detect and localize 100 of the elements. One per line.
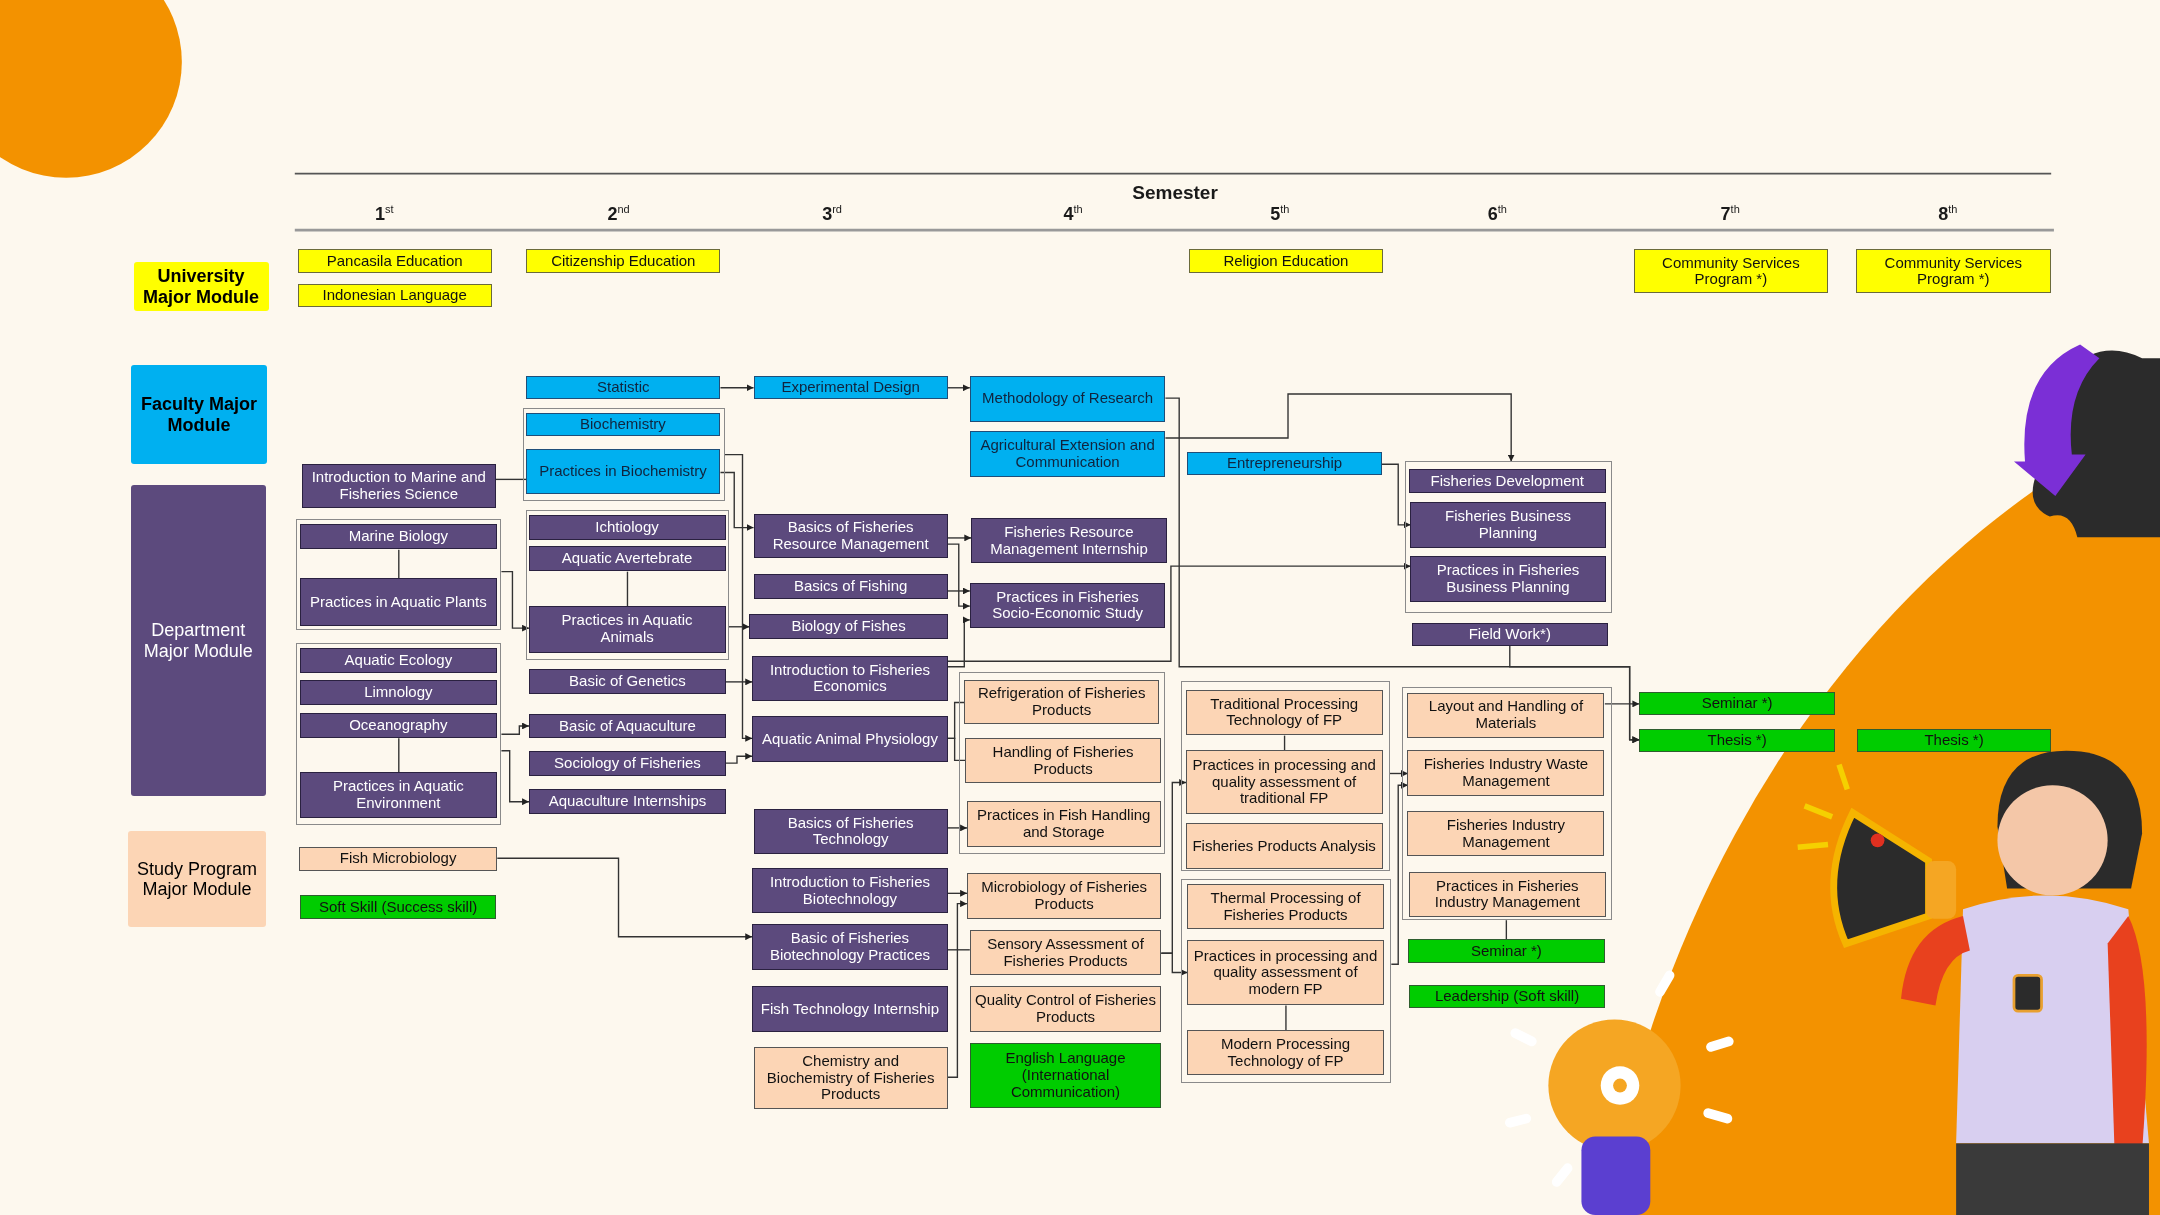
course-box: Agricultural Extension and Communication bbox=[969, 431, 1166, 477]
arrow bbox=[728, 623, 751, 631]
group-frame bbox=[1405, 461, 1612, 613]
arrow bbox=[725, 678, 753, 686]
course-box: Aquatic Ecology bbox=[299, 648, 497, 674]
course-box: Basics of Fisheries Resource Management bbox=[753, 513, 948, 558]
course-box: Fish Microbiology bbox=[298, 847, 498, 871]
course-box: Religion Education bbox=[1188, 249, 1384, 273]
course-box: Biology of Fishes bbox=[749, 614, 948, 640]
course-box: Traditional Processing Technology of FP bbox=[1185, 689, 1383, 736]
course-box: Basics of Fishing bbox=[753, 574, 948, 600]
course-box: Soft Skill (Success skill) bbox=[300, 895, 496, 919]
course-box: Handling of Fisheries Products bbox=[965, 737, 1161, 784]
course-box: Methodology of Research bbox=[969, 376, 1166, 422]
semester-number: 4$^{th}$ bbox=[1063, 202, 1083, 225]
course-box: Oceanography bbox=[299, 713, 497, 738]
connector-line bbox=[1285, 1004, 1287, 1032]
connector-line bbox=[1505, 919, 1508, 941]
arrow bbox=[947, 562, 1412, 662]
course-box: Pancasila Education bbox=[297, 249, 492, 273]
course-box: Fisheries Products Analysis bbox=[1185, 823, 1383, 869]
semester-number: 7$^{th}$ bbox=[1720, 202, 1740, 225]
connector-line bbox=[398, 548, 400, 580]
course-box: Practices in Aquatic Plants bbox=[299, 578, 497, 627]
arrow bbox=[1509, 645, 1640, 744]
course-box: English Language (International Communication) bbox=[969, 1042, 1162, 1108]
connector-line bbox=[495, 478, 527, 481]
arrow bbox=[1164, 393, 1515, 463]
group-frame bbox=[296, 643, 502, 826]
semester-number: 1$^{st}$ bbox=[375, 202, 394, 225]
course-box: Practices in Biochemistry bbox=[525, 448, 721, 495]
arrow bbox=[947, 587, 971, 595]
group-frame bbox=[1180, 680, 1390, 871]
course-box: Seminar *) bbox=[1407, 939, 1605, 963]
course-box: Citizenship Education bbox=[526, 249, 721, 273]
arrow bbox=[1390, 781, 1409, 965]
arrow bbox=[723, 453, 753, 742]
group-frame bbox=[1180, 878, 1392, 1083]
course-box: Thermal Processing of Fisheries Products bbox=[1187, 884, 1384, 930]
arrow bbox=[1160, 952, 1189, 976]
course-box: Thesis *) bbox=[1639, 728, 1835, 753]
module-category-box: Study Program Major Module bbox=[128, 830, 266, 928]
course-box: Limnology bbox=[299, 680, 497, 705]
course-box: Practices in Fish Handling and Storage bbox=[966, 801, 1161, 847]
axis-title: Semester bbox=[1132, 181, 1218, 204]
arrow bbox=[500, 722, 530, 735]
arrow bbox=[947, 616, 971, 668]
semester-number: 6$^{th}$ bbox=[1487, 202, 1507, 225]
module-category-box: Department Major Module bbox=[130, 484, 266, 797]
arrow bbox=[496, 857, 753, 941]
course-box: Basic of Aquaculture bbox=[528, 713, 726, 739]
course-box: Fish Technology Internship bbox=[752, 986, 948, 1032]
semester-number: 5$^{th}$ bbox=[1270, 202, 1290, 225]
group-frame bbox=[526, 509, 729, 660]
course-box: Fisheries Business Planning bbox=[1410, 502, 1606, 548]
arrow bbox=[947, 384, 971, 392]
arrow bbox=[719, 471, 755, 532]
arrow bbox=[947, 889, 968, 897]
course-box: Indonesian Language bbox=[297, 283, 492, 308]
arrow bbox=[947, 543, 971, 610]
course-box: Basic of Genetics bbox=[528, 669, 726, 695]
semester-number: 8$^{th}$ bbox=[1938, 202, 1958, 225]
course-box: Thesis *) bbox=[1856, 728, 2052, 753]
course-box: Seminar *) bbox=[1639, 691, 1835, 715]
connector-line bbox=[947, 949, 971, 951]
module-category-box: University Major Module bbox=[133, 261, 269, 312]
course-box: Introduction to Fisheries Economics bbox=[752, 655, 948, 702]
course-box: Basic of Fisheries Biotechnology Practices bbox=[752, 924, 948, 970]
course-box: Aquatic Avertebrate bbox=[528, 546, 726, 572]
course-box: Aquatic Animal Physiology bbox=[752, 716, 948, 762]
connector-line bbox=[626, 571, 629, 607]
course-box: Chemistry and Biochemistry of Fisheries Products bbox=[753, 1046, 948, 1109]
arrow bbox=[947, 824, 968, 832]
course-box: Aquaculture Internships bbox=[528, 789, 726, 815]
course-box: Fisheries Resource Management Internship bbox=[971, 517, 1167, 564]
arrow bbox=[947, 534, 972, 542]
course-box: Introduction to Marine and Fisheries Science bbox=[301, 464, 496, 509]
course-box: Community Services Program *) bbox=[1855, 249, 2052, 294]
course-box: Sensory Assessment of Fisheries Products bbox=[969, 929, 1162, 976]
course-box: Community Services Program *) bbox=[1633, 249, 1828, 294]
course-box: Practices in processing and quality assessment of traditional FP bbox=[1185, 750, 1383, 814]
arrow bbox=[1381, 463, 1412, 529]
arrow bbox=[500, 571, 530, 632]
group-frame bbox=[958, 672, 1166, 855]
course-box: Practices in Aquatic Animals bbox=[528, 605, 726, 653]
course-box: Ichtiology bbox=[528, 514, 726, 540]
course-box: Statistic bbox=[526, 376, 721, 400]
course-box: Field Work*) bbox=[1412, 622, 1608, 647]
course-box: Layout and Handling of Materials bbox=[1407, 692, 1605, 738]
course-box: Marine Biology bbox=[299, 524, 497, 550]
semester-number: 2$^{nd}$ bbox=[607, 202, 630, 225]
arrow bbox=[719, 384, 755, 392]
course-box: Refrigeration of Fisheries Products bbox=[963, 680, 1160, 725]
connector-line bbox=[947, 737, 967, 762]
group-frame bbox=[1402, 687, 1612, 921]
course-box: Leadership (Soft skill) bbox=[1409, 984, 1605, 1009]
course-box: Fisheries Industry Waste Management bbox=[1407, 750, 1605, 796]
arrow bbox=[1389, 770, 1409, 777]
course-box: Fisheries Development bbox=[1408, 469, 1606, 493]
semester-number: 3$^{rd}$ bbox=[822, 202, 842, 225]
